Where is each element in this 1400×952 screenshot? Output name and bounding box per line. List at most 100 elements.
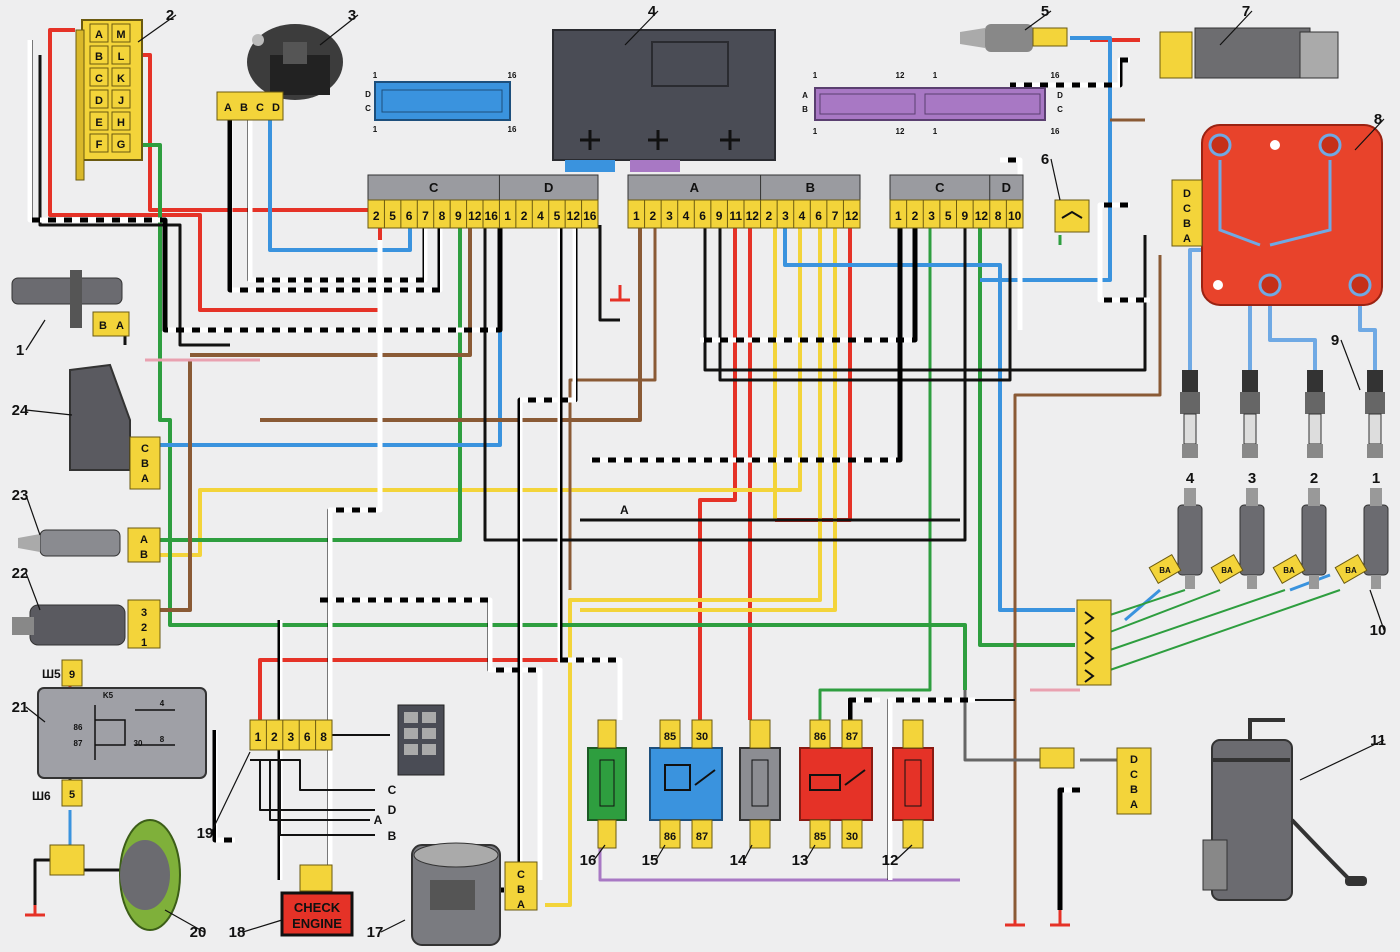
side-pin: 1: [933, 127, 938, 136]
callout-number: 6: [1041, 151, 1049, 168]
side-pin: 1: [813, 127, 818, 136]
relay21-label: 4: [160, 699, 165, 708]
injector-conn-label: BA: [1221, 566, 1233, 575]
ecu-pin-number: 2: [650, 209, 657, 223]
side-pin: 16: [1051, 127, 1060, 136]
ecu-block-label: A: [690, 180, 700, 195]
ecu-pin-number: 3: [782, 209, 789, 223]
callout-leader: [164, 909, 205, 933]
ecu-pin-number: 3: [928, 209, 935, 223]
relay21-label: 8: [160, 735, 165, 744]
side-pin: 16: [508, 125, 517, 134]
callout-number: 16: [580, 852, 597, 869]
cooling-fan: [49, 819, 181, 931]
side-row: A: [802, 91, 808, 100]
relay13-pin: 85: [814, 831, 826, 843]
relay15-pin: 87: [696, 831, 708, 843]
callout-leader: [1369, 589, 1385, 631]
junction-a-label: A: [620, 503, 629, 517]
side-row: D: [365, 90, 371, 99]
ecu-pin-number: 3: [666, 209, 673, 223]
ecu-pin-number: 8: [995, 209, 1002, 223]
relay21-pin: 9: [69, 669, 75, 681]
speed-sensor: 321: [12, 599, 161, 649]
callout-number: 3: [348, 7, 356, 24]
maf-conn-pin: B: [517, 884, 525, 896]
ecu-pin-number: 9: [961, 209, 968, 223]
callout-leader: [25, 572, 41, 611]
relay21-label: 86: [74, 723, 83, 732]
diag-pin-label: L: [118, 51, 125, 63]
ecu-pin-number: 2: [373, 209, 380, 223]
ecu-block-label: C: [429, 180, 439, 195]
ecu-pin-number: 16: [583, 209, 597, 223]
ecu-pin-number: 2: [912, 209, 919, 223]
callout-number: 14: [730, 852, 747, 869]
cylinder-number: 2: [1310, 470, 1318, 487]
spark-plugs: [1180, 370, 1385, 458]
callout-number: 8: [1374, 111, 1382, 128]
callout-leader: [1354, 118, 1385, 151]
diag-pin-label: G: [117, 139, 126, 151]
ecu-pin-number: 4: [683, 209, 690, 223]
conn19-pin: 2: [271, 730, 278, 744]
ecu-pin-number: 12: [567, 209, 581, 223]
ecu-pin-number: 4: [799, 209, 806, 223]
relay15-pin: 86: [664, 831, 676, 843]
ecu-block-label: D: [1002, 180, 1011, 195]
diag-pin-label: M: [116, 29, 125, 41]
callout-leader: [319, 14, 359, 46]
coolant-temp-sensor: AB: [18, 527, 161, 563]
ecu-pin-number: 6: [699, 209, 706, 223]
ecu-block-label: D: [544, 180, 553, 195]
ecu-pin-number: 2: [521, 209, 528, 223]
ecu-pin-number: 1: [504, 209, 511, 223]
callout-number: 15: [642, 852, 659, 869]
side-pin: 1: [933, 71, 938, 80]
relay-14: [739, 719, 781, 849]
callout-number: 1: [16, 342, 24, 359]
ecu-pin-number: 1: [895, 209, 902, 223]
ecu-pin-number: 5: [389, 209, 396, 223]
conn19-pin: 1: [255, 730, 262, 744]
ecu-pin-number: 4: [537, 209, 544, 223]
callout-leader: [25, 494, 41, 536]
coil-conn-pin: A: [1183, 233, 1191, 245]
ecu-pin-number: 6: [406, 209, 413, 223]
relay21-label: K5: [103, 691, 114, 700]
coil-conn-pin: C: [1183, 203, 1191, 215]
side-pin: 12: [896, 71, 905, 80]
knock-conn-pin: A: [224, 102, 232, 114]
callout-leader: [655, 844, 666, 861]
ecu-pin-number: 12: [468, 209, 482, 223]
relay15-pin: 85: [664, 731, 676, 743]
wire-tag: C: [388, 783, 397, 797]
cylinder-number: 1: [1372, 470, 1380, 487]
callout-number: 23: [12, 487, 29, 504]
side-row: C: [1057, 105, 1063, 114]
diag-pin-label: K: [117, 73, 125, 85]
conn11-pin: A: [1130, 799, 1138, 811]
callout-leader: [805, 844, 816, 861]
ecu-pin-number: 12: [975, 209, 989, 223]
callout-leader: [1340, 339, 1361, 391]
maf-conn-pin: A: [517, 899, 525, 911]
ecu-pin-number: 6: [815, 209, 822, 223]
ecu-block-label: B: [806, 180, 815, 195]
ect-conn-pin: A: [140, 534, 148, 546]
callout-number: 4: [648, 3, 657, 20]
conn11-pin: C: [1130, 769, 1138, 781]
knock-conn-pin: C: [256, 102, 264, 114]
ecu-pin-number: 9: [716, 209, 723, 223]
relay21-label: 30: [134, 739, 143, 748]
callout-leader: [25, 706, 46, 723]
callout-number: 5: [1041, 3, 1049, 20]
relay21-bot-tag: Ш6: [32, 789, 51, 803]
